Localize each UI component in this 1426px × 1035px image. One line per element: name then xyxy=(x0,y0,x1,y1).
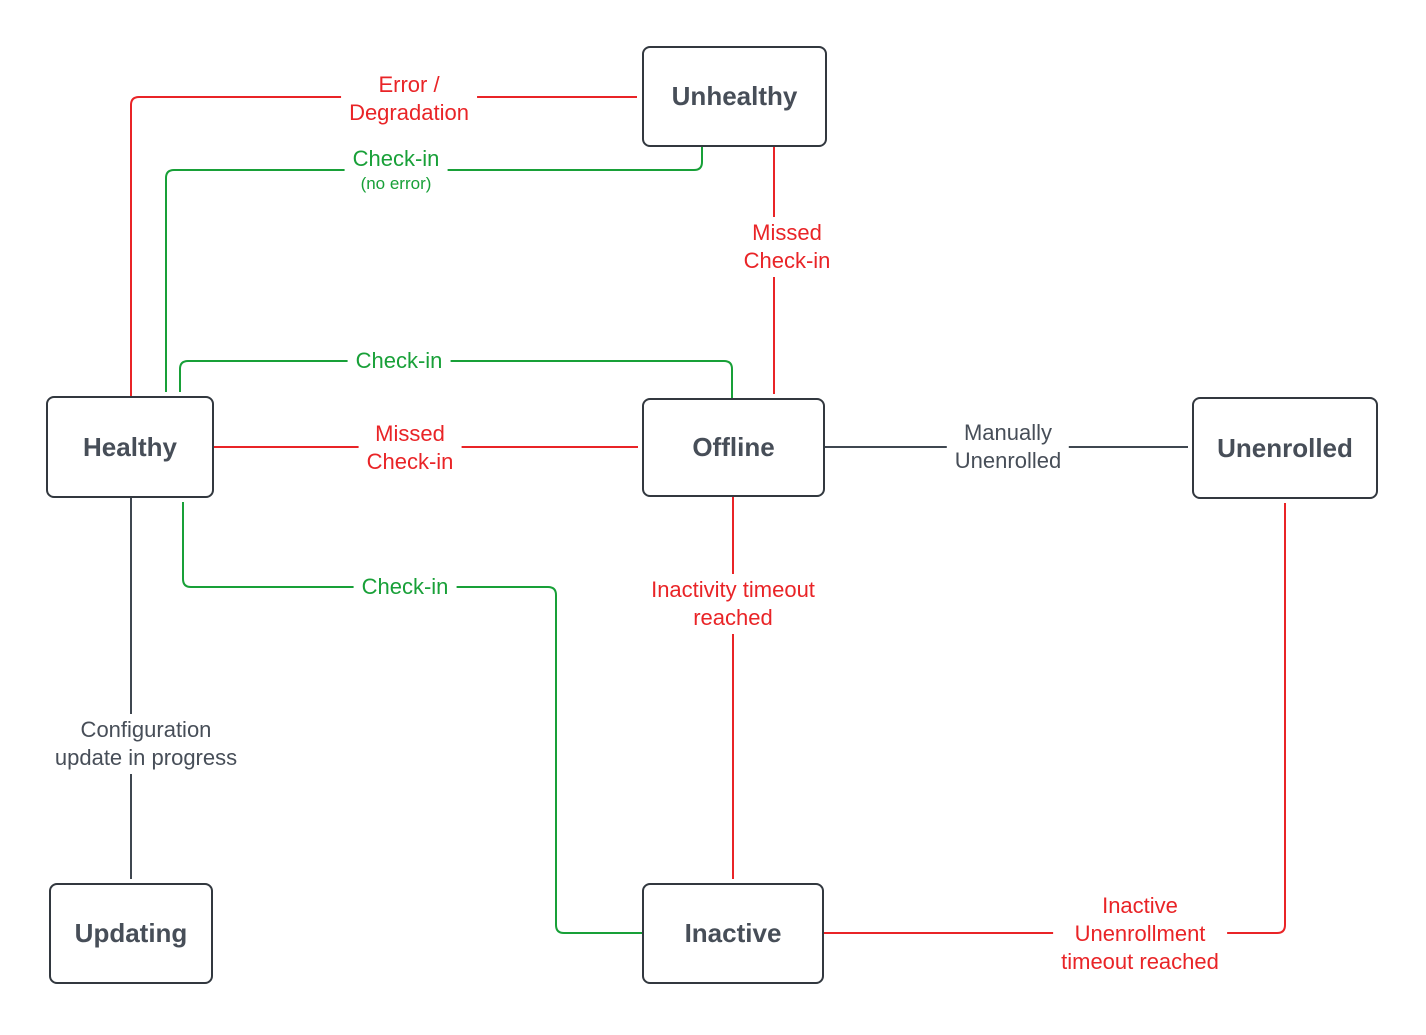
node-inactive-label: Inactive xyxy=(684,918,782,948)
edge-label-line: Degradation xyxy=(349,100,469,125)
node-updating: Updating xyxy=(49,883,213,984)
edge-label-manually-unenrolled: Manually Unenrolled xyxy=(946,417,1070,477)
node-unenrolled-label: Unenrolled xyxy=(1217,432,1353,463)
edge-label-inactivity-timeout: Inactivity timeout reached xyxy=(643,574,823,634)
edge-label-line: Configuration xyxy=(80,717,212,742)
edge-label-line: Check-in xyxy=(743,248,831,273)
arrow-healthy-to-unhealthy xyxy=(130,96,637,396)
edge-label-line: Check-in xyxy=(355,348,443,373)
arrow-inactive-to-healthy xyxy=(182,502,642,934)
edge-label-line: Missed xyxy=(752,220,822,245)
node-healthy-label: Healthy xyxy=(83,431,177,462)
edge-label-line: Manually xyxy=(963,420,1053,445)
edge-label-line: Check-in xyxy=(366,449,454,474)
node-offline: Offline xyxy=(642,398,825,497)
edge-label-line: Unenrolled xyxy=(954,448,1062,473)
edge-label-checkin-offline: Check-in xyxy=(347,345,451,377)
edge-label-line: reached xyxy=(693,605,773,630)
arrow-inactive-to-unenrolled xyxy=(824,503,1286,934)
node-healthy: Healthy xyxy=(46,396,214,498)
edge-label-line: Inactivity timeout xyxy=(651,577,815,602)
edge-label-line: Inactive xyxy=(1102,893,1178,918)
node-unenrolled: Unenrolled xyxy=(1192,397,1378,499)
node-offline-label: Offline xyxy=(692,432,775,462)
edge-label-configuration-update: Configuration update in progress xyxy=(46,714,246,774)
edge-label-line: Check-in xyxy=(361,574,449,599)
edge-label-line: timeout reached xyxy=(1061,949,1219,974)
node-unhealthy-label: Unhealthy xyxy=(671,81,798,111)
edge-label-line: Unenrollment xyxy=(1074,921,1206,946)
node-updating-label: Updating xyxy=(74,918,188,948)
edge-label-missed-checkin-unhealthy: Missed Check-in xyxy=(735,217,839,277)
node-inactive: Inactive xyxy=(642,883,824,984)
edge-label-inactive-unenrollment-timeout: Inactive Unenrollment timeout reached xyxy=(1053,890,1227,978)
edge-label-checkin-inactive: Check-in xyxy=(353,571,457,603)
edge-label-line: (no error) xyxy=(360,174,432,193)
edge-label-checkin-no-error: Check-in (no error) xyxy=(344,143,448,197)
node-unhealthy: Unhealthy xyxy=(642,46,827,147)
edge-label-line: Check-in xyxy=(352,146,440,171)
edge-label-missed-checkin-healthy: Missed Check-in xyxy=(358,418,462,478)
arrow-offline-to-healthy xyxy=(179,360,733,398)
edge-label-error-degradation: Error / Degradation xyxy=(341,69,477,129)
edge-label-line: update in progress xyxy=(54,745,238,770)
edge-label-line: Missed xyxy=(375,421,445,446)
edge-label-line: Error / xyxy=(378,72,440,97)
